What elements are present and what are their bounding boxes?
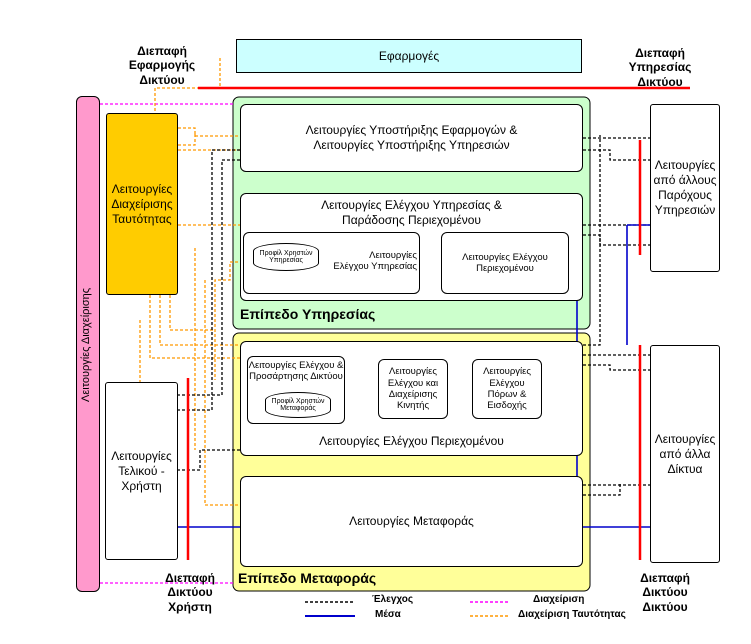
- interface-lines: [186, 86, 690, 560]
- management-lines: [100, 103, 235, 584]
- transport-stratum-title: Επίπεδο Μεταφοράς: [238, 570, 377, 586]
- service-stratum-title: Επίπεδο Υπηρεσίας: [240, 306, 376, 322]
- management-functions-label: Λειτουργίες Διαχείρισης: [80, 287, 92, 403]
- legend-control: Έλεγχος: [372, 594, 414, 605]
- applications-label: Εφαρμογές: [378, 48, 440, 63]
- legend-identity: Διαχείριση Ταυτότητας: [518, 609, 626, 620]
- legend-management: Διαχείριση: [533, 594, 585, 605]
- applications-box[interactable]: Εφαρμογές: [236, 39, 582, 73]
- transport-functions-box[interactable]: Λειτουργίες Μεταφοράς: [240, 476, 583, 567]
- management-functions-box[interactable]: [76, 96, 100, 592]
- legend-media: Μέσα: [375, 609, 401, 620]
- app-support-box[interactable]: Λειτουργίες Υποστήριξης Εφαρμογών &Λειτο…: [240, 104, 583, 172]
